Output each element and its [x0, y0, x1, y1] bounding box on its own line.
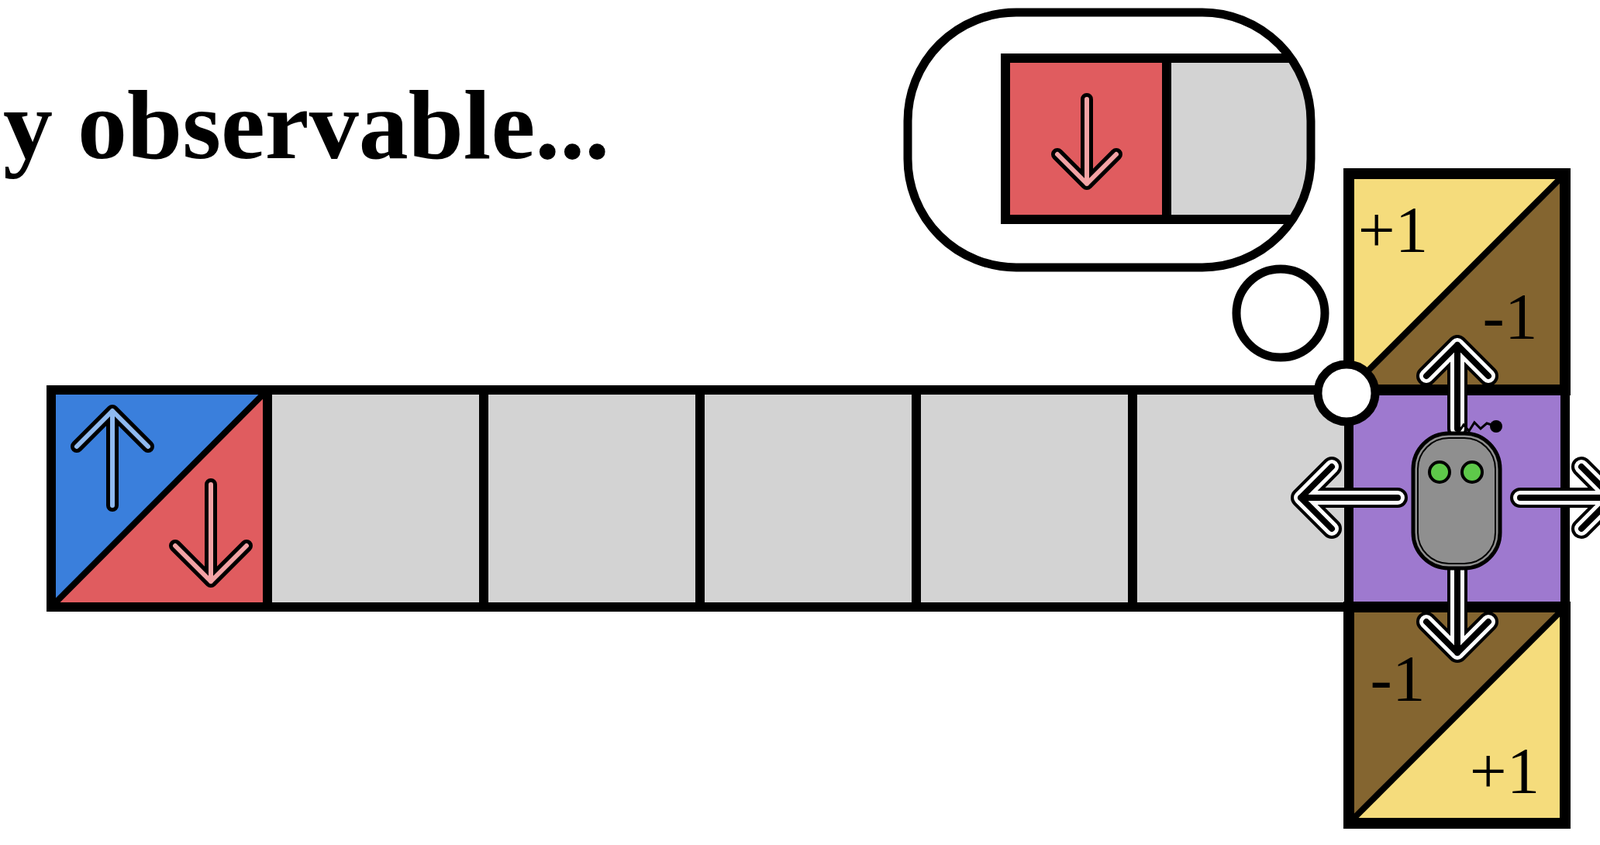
bubble-dot	[1236, 268, 1325, 358]
arrow-core	[1426, 564, 1489, 653]
gray-cell	[916, 389, 1133, 607]
gray-cell	[700, 389, 917, 607]
reward-cell: +1 -1	[1348, 173, 1566, 390]
reward-value: +1	[1469, 737, 1540, 804]
remembered-cells	[1005, 58, 1311, 220]
arrow-core	[1300, 466, 1398, 529]
down-arrow-outline	[175, 484, 247, 582]
robot-body	[1413, 433, 1500, 569]
red-cell	[1005, 58, 1167, 220]
bubble-dot	[1317, 364, 1376, 422]
reward-cell: -1 +1	[1348, 606, 1566, 824]
action-arrows	[1300, 344, 1600, 653]
arrow-edge	[1520, 466, 1600, 529]
down-action	[1426, 564, 1489, 653]
up-action	[1426, 344, 1489, 429]
arrow-core	[1520, 466, 1600, 529]
arrow-core	[1426, 344, 1489, 429]
antenna-dot	[1489, 420, 1503, 433]
arrow-edge	[1300, 466, 1398, 529]
arrow-halo	[1520, 466, 1600, 529]
robot-agent	[1413, 420, 1503, 569]
blue-triangle	[51, 389, 268, 607]
down-arrow-core	[175, 484, 247, 582]
down-arrow-outline	[1057, 99, 1117, 184]
corridor	[267, 389, 1349, 607]
arrow-edge	[1426, 344, 1489, 429]
down-arrow-core	[1057, 99, 1117, 184]
robot-inner-outline	[1417, 437, 1496, 564]
gray-cell	[267, 389, 484, 607]
heading: y observable...	[3, 75, 610, 175]
reward-value: -1	[1370, 645, 1426, 712]
arrow-halo	[1300, 466, 1398, 529]
robot-eye	[1462, 462, 1483, 483]
arrow-edge	[1426, 564, 1489, 653]
start-cell	[51, 389, 268, 607]
thought-bubble	[907, 12, 1376, 422]
arrow-halo	[1426, 344, 1489, 429]
reward-value: +1	[1358, 196, 1428, 263]
arrow-halo	[1426, 564, 1489, 653]
up-arrow-core	[76, 410, 149, 506]
cell-border	[51, 389, 268, 607]
up-arrow-outline	[76, 410, 149, 506]
bubble-outline	[907, 12, 1311, 268]
reward-value: -1	[1482, 283, 1538, 350]
cell-diagonal	[51, 389, 268, 607]
gray-cell	[1166, 58, 1311, 220]
right-action	[1520, 466, 1600, 529]
robot-eye	[1429, 462, 1450, 483]
gray-cell	[483, 389, 700, 607]
left-action	[1300, 466, 1398, 529]
red-triangle	[51, 389, 268, 607]
